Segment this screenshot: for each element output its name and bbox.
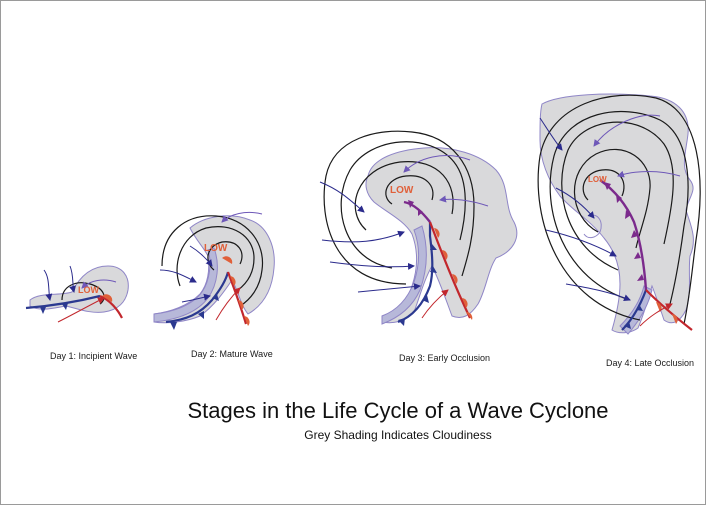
stage-4-label: Day 4: Late Occlusion: [606, 358, 695, 368]
stage-1-flow-arrow: [43, 269, 53, 301]
stage-1-flow-arrow: [69, 265, 76, 293]
stage-4-flow-arrow: [555, 187, 595, 219]
stage-3-low-label: LOW: [390, 185, 414, 196]
stage-3-flow-arrow: [357, 283, 421, 293]
stage-1-cold-front: [25, 294, 101, 310]
stage-1-label: Day 1: Incipient Wave: [50, 351, 138, 361]
stage-2-cold-front: [165, 271, 230, 324]
stage-4-flow-arrow: [539, 117, 563, 151]
stage-3-cold-front: [397, 222, 434, 324]
stage-2-cloud-band: [153, 247, 218, 323]
stage-4-flow-arrow: [617, 170, 681, 178]
stage-4-warm-front: [645, 289, 693, 331]
stage-2-isobar: [161, 215, 264, 307]
stage-3-flow-arrow: [421, 289, 449, 319]
stage-2-isobar: [176, 226, 255, 291]
stage-4-flow-arrow: [545, 229, 617, 257]
stage-4-cloud: [539, 93, 694, 334]
stage-1-flow-arrow: [57, 297, 105, 323]
stage-3-cloud-band: [381, 225, 427, 325]
stage-2-flow-arrow: [181, 293, 211, 303]
stage-3-label: Day 3: Early Occlusion: [399, 353, 491, 363]
stage-1-warm-front: [99, 294, 123, 319]
stage-4-isobar: [537, 94, 701, 325]
stage-4-low-label: LOW: [588, 175, 607, 184]
stage-1-low-label: LOW: [78, 285, 99, 295]
stage-3-flow-arrow: [321, 230, 405, 243]
stage-2-mature-wave: LOW: [153, 211, 275, 330]
stage-3-flow-arrow: [439, 195, 489, 207]
stage-1-flow-arrow: [81, 279, 117, 289]
stage-2-flow-arrow: [215, 287, 241, 321]
stage-3-flow-arrow: [329, 261, 415, 270]
stage-3-occluded-front: [403, 200, 431, 223]
stage-4-isobar: [549, 110, 689, 305]
stage-2-flow-arrow: [189, 245, 213, 267]
stage-3-flow-arrow: [319, 181, 365, 213]
stage-4-cloud-hook: [583, 214, 602, 239]
stage-4-occluded-front: [599, 179, 648, 291]
stage-3-isobar: [323, 130, 475, 285]
diagram-subtitle: Grey Shading Indicates Cloudiness: [304, 428, 492, 442]
stage-3-flow-arrow: [403, 155, 471, 173]
stage-2-low-label: LOW: [204, 243, 228, 254]
stage-2-label: Day 2: Mature Wave: [191, 349, 273, 359]
stage-3-isobar: [354, 161, 454, 231]
stage-4-late-occlusion: LOW: [537, 93, 701, 335]
stage-1-incipient-wave: LOW: [25, 265, 129, 323]
diagram-title: Stages in the Life Cycle of a Wave Cyclo…: [187, 398, 609, 423]
stage-4-cold-front: [621, 289, 648, 331]
stage-3-early-occlusion: LOW: [319, 130, 518, 326]
stage-4-flow-arrow: [593, 114, 661, 147]
stage-2-warm-front: [226, 271, 248, 325]
stage-3-isobar: [340, 141, 466, 269]
stage-4-flow-arrow: [639, 303, 673, 327]
stage-4-isobar: [573, 148, 651, 249]
stage-4-isobar: [561, 121, 674, 271]
stage-4-isobar: [582, 169, 625, 201]
stage-2-flow-arrow: [159, 269, 197, 283]
stage-3-isobar: [385, 175, 434, 205]
stage-3-warm-front: [428, 221, 471, 319]
stage-4-flow-arrow: [565, 283, 631, 302]
stage-2-flow-arrow: [221, 211, 263, 223]
